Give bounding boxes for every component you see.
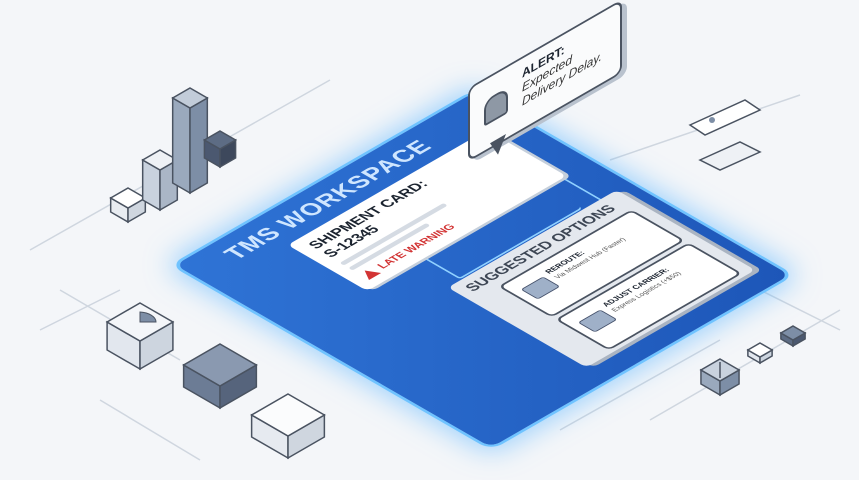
map-pin-icon xyxy=(520,276,561,300)
pie-chart-icon xyxy=(139,311,157,323)
guide-line xyxy=(559,339,721,431)
small-block xyxy=(746,342,774,365)
small-block-face xyxy=(746,342,774,358)
bar-cube xyxy=(202,130,238,169)
guide-line xyxy=(99,399,201,461)
upload-block xyxy=(699,358,741,397)
warning-icon xyxy=(358,267,382,280)
bar-cube-face xyxy=(171,87,209,109)
white-block xyxy=(250,393,326,460)
small-block-face xyxy=(779,325,807,341)
guide-line xyxy=(39,289,121,331)
bar-cube xyxy=(109,187,147,224)
bar-cube-face xyxy=(141,149,179,171)
bar-cube-face xyxy=(202,130,238,150)
mini-card xyxy=(698,141,762,171)
bar-cube-face xyxy=(109,187,147,209)
bar-cube-face xyxy=(171,96,191,195)
truck-icon xyxy=(577,309,618,333)
mini-card xyxy=(688,99,762,136)
small-block xyxy=(779,325,807,348)
white-block-face xyxy=(250,393,326,437)
dark-block xyxy=(182,343,258,410)
pie-chart-block xyxy=(105,302,175,371)
mini-card-dot xyxy=(709,117,715,123)
bar-cube xyxy=(171,87,209,195)
bell-icon xyxy=(484,86,508,127)
guide-line xyxy=(649,309,841,421)
dark-block-face xyxy=(182,343,258,387)
